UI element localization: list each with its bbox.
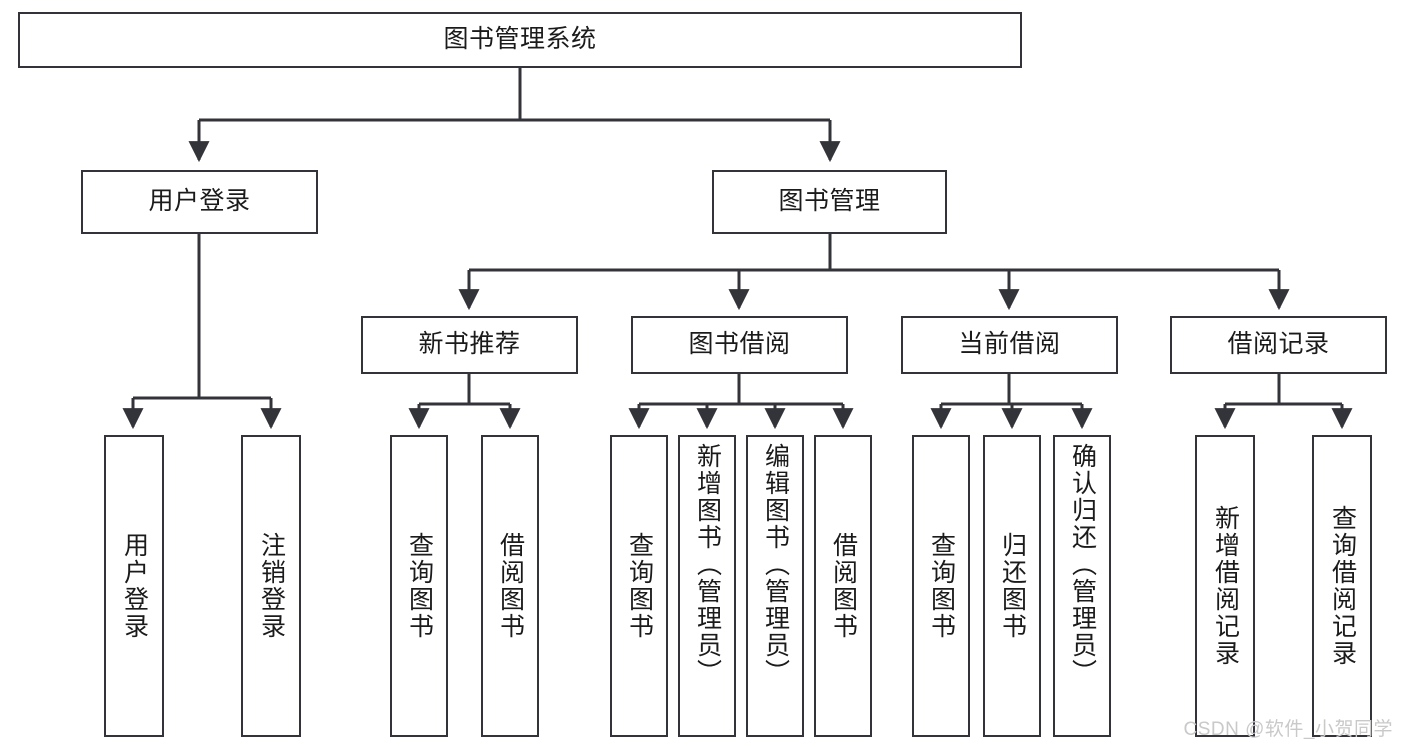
leaf-add-borrow-record[interactable]: 新增借阅记录 bbox=[1195, 435, 1255, 737]
watermark: CSDN @软件_小贺同学 bbox=[1183, 719, 1393, 740]
node-root-label: 图书管理系统 bbox=[443, 25, 597, 54]
leaf-query-book-recommend[interactable]: 查询图书 bbox=[390, 435, 448, 737]
node-borrow-record-label: 借阅记录 bbox=[1227, 330, 1330, 359]
leaf-query-borrow-record[interactable]: 查询借阅记录 bbox=[1312, 435, 1372, 737]
leaf-label: 查询图书 bbox=[405, 532, 434, 640]
leaf-label: 新增图书（管理员） bbox=[693, 443, 722, 686]
leaf-label: 查询图书 bbox=[927, 532, 956, 640]
leaf-add-book-admin[interactable]: 新增图书（管理员） bbox=[678, 435, 736, 737]
node-current-borrow-label: 当前借阅 bbox=[958, 330, 1061, 359]
leaf-label: 借阅图书 bbox=[829, 532, 858, 640]
node-book-management[interactable]: 图书管理 bbox=[712, 170, 947, 234]
node-book-borrow[interactable]: 图书借阅 bbox=[631, 316, 848, 374]
leaf-label: 查询借阅记录 bbox=[1328, 505, 1357, 667]
node-user-login[interactable]: 用户登录 bbox=[81, 170, 318, 234]
node-user-login-label: 用户登录 bbox=[148, 187, 251, 216]
node-new-book-recommend-label: 新书推荐 bbox=[418, 330, 521, 359]
leaf-label: 归还图书 bbox=[998, 532, 1027, 640]
leaf-edit-book-admin[interactable]: 编辑图书（管理员） bbox=[746, 435, 804, 737]
node-new-book-recommend[interactable]: 新书推荐 bbox=[361, 316, 578, 374]
node-current-borrow[interactable]: 当前借阅 bbox=[901, 316, 1118, 374]
leaf-logout[interactable]: 注销登录 bbox=[241, 435, 301, 737]
leaf-confirm-return-admin[interactable]: 确认归还（管理员） bbox=[1053, 435, 1111, 737]
leaf-borrow-book-recommend[interactable]: 借阅图书 bbox=[481, 435, 539, 737]
leaf-return-book[interactable]: 归还图书 bbox=[983, 435, 1041, 737]
node-borrow-record[interactable]: 借阅记录 bbox=[1170, 316, 1387, 374]
leaf-label: 查询图书 bbox=[625, 532, 654, 640]
leaf-query-book-borrow[interactable]: 查询图书 bbox=[610, 435, 668, 737]
leaf-label: 确认归还（管理员） bbox=[1068, 443, 1097, 686]
leaf-label: 用户登录 bbox=[120, 532, 149, 640]
node-book-borrow-label: 图书借阅 bbox=[688, 330, 791, 359]
node-root[interactable]: 图书管理系统 bbox=[18, 12, 1022, 68]
leaf-query-book-current[interactable]: 查询图书 bbox=[912, 435, 970, 737]
leaf-borrow-book[interactable]: 借阅图书 bbox=[814, 435, 872, 737]
leaf-user-login[interactable]: 用户登录 bbox=[104, 435, 164, 737]
leaf-label: 借阅图书 bbox=[496, 532, 525, 640]
leaf-label: 编辑图书（管理员） bbox=[761, 443, 790, 686]
leaf-label: 注销登录 bbox=[257, 532, 286, 640]
leaf-label: 新增借阅记录 bbox=[1211, 505, 1240, 667]
node-book-management-label: 图书管理 bbox=[778, 187, 881, 216]
